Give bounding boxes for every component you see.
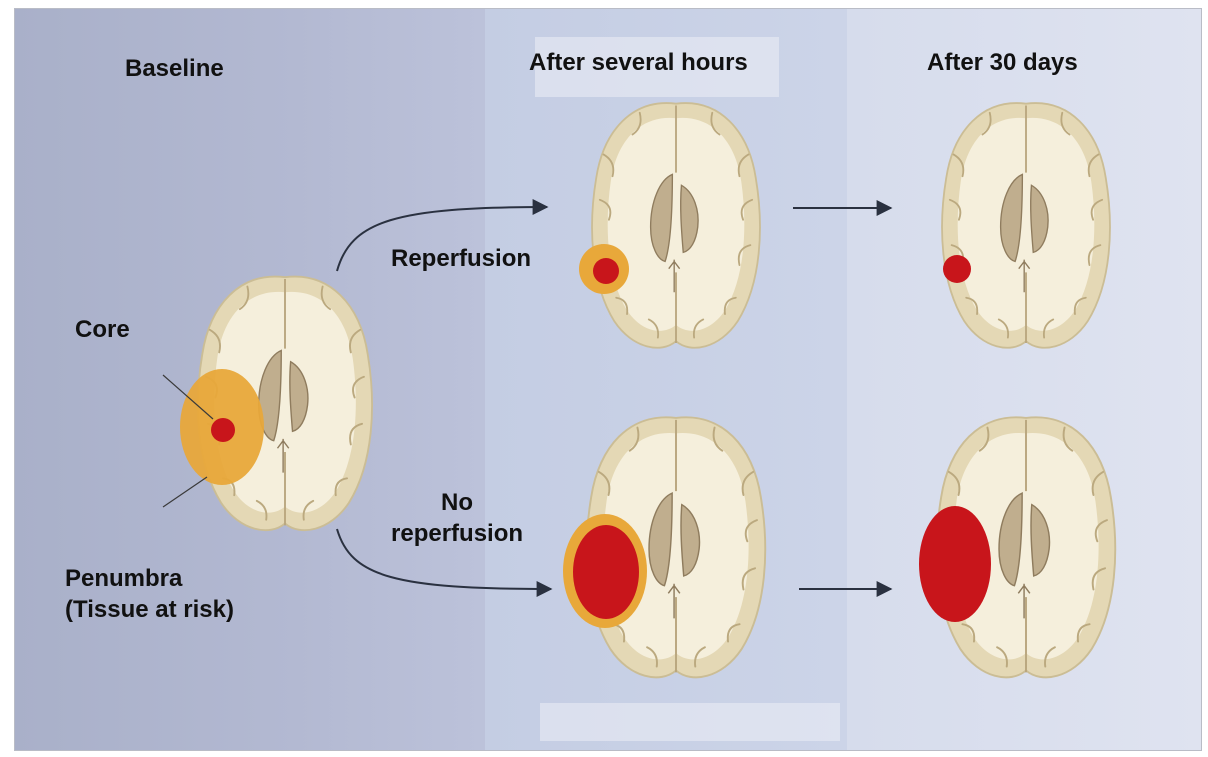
baseline-brain [180,277,372,531]
header-baseline: Baseline [125,53,224,84]
penumbra-label-line1: Penumbra [65,563,234,594]
core-label: Core [75,314,130,345]
no-reperfusion-days-brain [919,417,1115,677]
reperfusion-days-core [943,255,971,283]
no-reperfusion-label-line2: reperfusion [391,518,523,549]
penumbra-label-line2: (Tissue at risk) [65,594,234,625]
header-after-30-days: After 30 days [927,47,1078,78]
diagram-canvas [15,9,1201,750]
header-after-several-hours: After several hours [529,47,748,78]
no-reperfusion-hours-core [573,525,639,619]
baseline-core [211,418,235,442]
reperfusion-days-brain [942,103,1110,348]
no-reperfusion-label: No reperfusion [391,487,523,549]
no-reperfusion-days-core [919,506,991,622]
no-reperfusion-label-line1: No [391,487,523,518]
penumbra-label: Penumbra (Tissue at risk) [65,563,234,625]
reperfusion-hours-core [593,258,619,284]
reperfusion-label: Reperfusion [391,243,531,274]
reperfusion-hours-brain [579,103,760,348]
stroke-progression-figure: Baseline After several hours After 30 da… [14,8,1202,751]
no-reperfusion-hours-brain [563,417,765,677]
